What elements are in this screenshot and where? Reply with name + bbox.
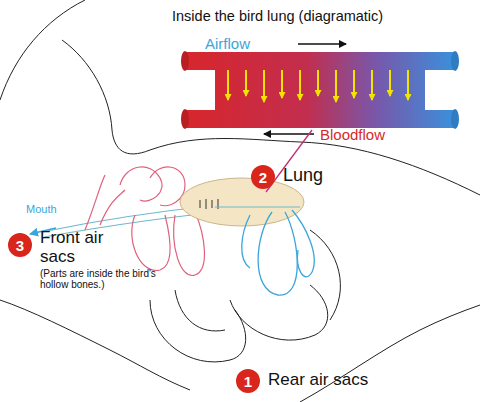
neck-outline xyxy=(62,40,150,154)
bloodflow-arrow xyxy=(264,133,314,135)
exchange-arrow xyxy=(335,70,337,102)
air-sac-duct xyxy=(100,190,125,225)
exchange-arrow xyxy=(353,70,355,98)
callout-number: 3 xyxy=(16,238,24,253)
head-outline xyxy=(0,0,85,100)
exchange-arrow xyxy=(407,70,409,100)
flow-label: Bloodflow xyxy=(320,127,385,144)
callout-number: 2 xyxy=(259,170,267,185)
air-sac xyxy=(132,215,170,270)
flow-label: Airflow xyxy=(205,36,250,53)
air-sac xyxy=(120,167,162,201)
exchange-arrow xyxy=(227,70,229,100)
part-name: Front air sacs xyxy=(40,229,112,266)
callout-circle: 1 xyxy=(236,369,260,393)
air-sac xyxy=(258,212,297,295)
exchange-arrow xyxy=(245,70,247,96)
tube-end xyxy=(181,51,189,71)
callout-number: 1 xyxy=(244,374,252,389)
exchange-arrow xyxy=(389,70,391,96)
part-name: Mouth xyxy=(26,203,57,215)
air-sac-duct xyxy=(85,175,105,230)
tube-end xyxy=(181,109,189,129)
body-lobe xyxy=(150,300,246,362)
rear-air-sacs xyxy=(242,210,315,295)
air-sac xyxy=(174,212,205,275)
callout-circle: 3 xyxy=(8,233,32,257)
front-air-sacs xyxy=(85,167,204,276)
lung-shape xyxy=(180,178,304,226)
breast-outline xyxy=(0,300,190,390)
part-name: Rear air sacs xyxy=(268,371,368,390)
airflow-through-lung xyxy=(215,206,300,207)
exchange-arrow xyxy=(371,70,373,100)
note: (Parts are inside the bird's hollow bone… xyxy=(40,268,165,290)
tube-end xyxy=(451,109,459,129)
lung-inset xyxy=(181,44,459,134)
exchange-arrow xyxy=(263,70,265,102)
exchange-arrows xyxy=(228,70,408,102)
air-sac xyxy=(292,210,314,277)
tube-end xyxy=(451,51,459,71)
exchange-arrow xyxy=(281,70,283,98)
callout-circle: 2 xyxy=(251,165,275,189)
exchange-arrow xyxy=(317,70,319,96)
inset-title: Inside the bird lung (diagramatic) xyxy=(172,9,383,25)
capillary-tubes xyxy=(185,52,455,128)
air-sac xyxy=(242,215,250,268)
exchange-arrow xyxy=(299,70,301,100)
part-name: Lung xyxy=(283,166,323,186)
body-lobe xyxy=(230,285,328,340)
body-lobe xyxy=(310,230,340,320)
body-lobe xyxy=(175,290,225,331)
airflow-arrow xyxy=(298,43,346,45)
